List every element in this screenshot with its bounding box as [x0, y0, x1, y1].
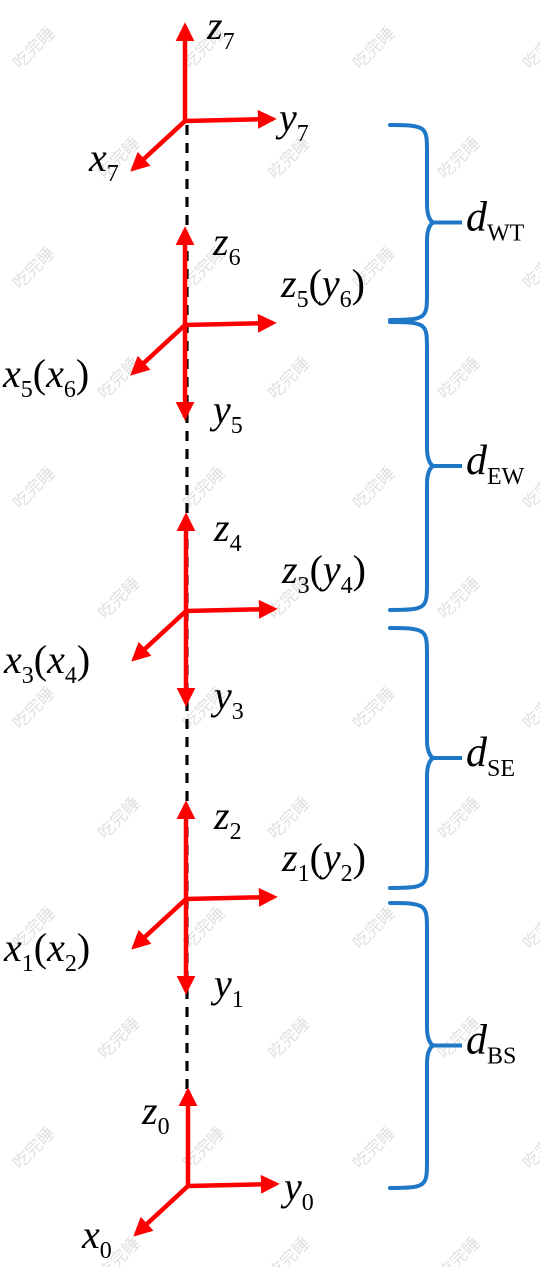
watermark-text: 吃完睡 [349, 683, 399, 733]
label-d-bs: dBS [466, 1018, 516, 1070]
label-z3-y4: z3(y4) [281, 547, 366, 599]
brace-se [388, 626, 435, 890]
watermark-text: 吃完睡 [349, 1123, 399, 1173]
frame-0-right-axis-arrow [187, 1174, 280, 1194]
frame-axes [130, 22, 280, 1237]
watermark-text: 吃完睡 [264, 1233, 314, 1267]
label-x7: x7 [88, 135, 119, 187]
watermark-text: 吃完睡 [9, 683, 59, 733]
frame-2-x-axis-arrow [131, 609, 188, 662]
brace-wt [388, 123, 435, 322]
watermark-text: 吃完睡 [264, 1013, 314, 1063]
frame-4-x-axis-arrow [130, 119, 187, 172]
watermark-text: 吃完睡 [434, 793, 484, 843]
watermark-text: 吃完睡 [9, 243, 59, 293]
watermark-text: 吃完睡 [9, 463, 59, 513]
label-z5-y6: z5(y6) [280, 261, 365, 313]
watermark-text: 吃完睡 [519, 243, 540, 293]
frame-0-x-axis-arrow [133, 1184, 190, 1237]
watermark-text: 吃完睡 [94, 573, 144, 623]
brace-bs [388, 901, 435, 1190]
label-z6: z6 [212, 219, 241, 271]
watermark-text: 吃完睡 [9, 23, 59, 73]
watermark-text: 吃完睡 [434, 353, 484, 403]
label-d-ew: dEW [466, 438, 525, 490]
watermark-text: 吃完睡 [519, 1123, 540, 1173]
frame-3-x-axis-arrow [130, 323, 187, 376]
frame-1-right-axis-arrow [185, 887, 278, 907]
watermark-text: 吃完睡 [519, 683, 540, 733]
label-y1: y1 [210, 961, 244, 1013]
label-y0: y0 [280, 1164, 314, 1216]
label-x1-x2: x1(x2) [3, 925, 90, 977]
watermark-text: 吃完睡 [434, 133, 484, 183]
label-x0: x0 [81, 1212, 112, 1264]
axis-labels: z0 y0 x0 z2 z1(y2) x1(x2) y1 z4 z3(y4) x3(x4) y3 z6… [2, 3, 525, 1264]
watermark-text: 吃完睡 [434, 573, 484, 623]
watermark-text: 吃完睡 [349, 903, 399, 953]
watermark-text: 吃完睡 [9, 1123, 59, 1173]
frame-1-x-axis-arrow [131, 897, 188, 950]
watermark-text: 吃完睡 [349, 463, 399, 513]
label-y7: y7 [275, 95, 309, 147]
label-x3-x4: x3(x4) [3, 637, 90, 689]
label-z4: z4 [213, 505, 242, 557]
watermark-text: 吃完睡 [94, 353, 144, 403]
label-y3: y3 [210, 673, 244, 725]
label-d-wt: dWT [466, 195, 525, 247]
label-z0: z0 [141, 1088, 170, 1140]
frame-3-right-axis-arrow [184, 313, 277, 333]
label-d-se: dSE [466, 730, 515, 782]
watermark-text: 吃完睡 [349, 23, 399, 73]
distance-braces [388, 123, 462, 1190]
label-z7: z7 [206, 3, 235, 55]
label-z1-y2: z1(y2) [281, 835, 366, 887]
frame-2-right-axis-arrow [185, 599, 278, 619]
watermark-text: 吃完睡 [434, 1233, 484, 1267]
label-x5-x6: x5(x6) [2, 351, 89, 403]
watermark-text: 吃完睡 [264, 353, 314, 403]
watermark-text: 吃完睡 [519, 23, 540, 73]
brace-ew [388, 320, 435, 612]
frame-4-right-axis-arrow [184, 109, 277, 129]
watermark-text: 吃完睡 [519, 903, 540, 953]
watermark-text: 吃完睡 [94, 1013, 144, 1063]
watermark-text: 吃完睡 [94, 793, 144, 843]
label-y5: y5 [209, 387, 243, 439]
label-z2: z2 [213, 793, 242, 845]
